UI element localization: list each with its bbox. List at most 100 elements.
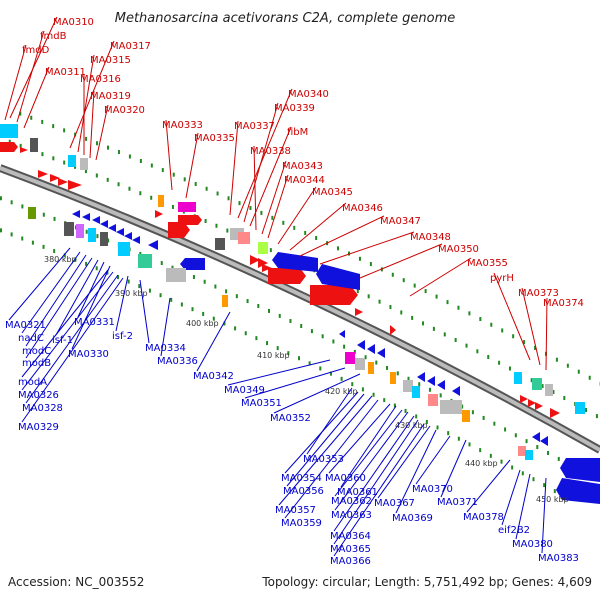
gene-label-bottom[interactable]: MA0369 [392,513,433,524]
gene-label-bottom[interactable]: MA0326 [18,390,59,401]
gene-arrow-forward[interactable] [250,255,260,265]
gene-block[interactable] [166,268,186,282]
gene-arrow-reverse[interactable] [180,258,205,270]
gene-block[interactable] [64,222,74,236]
gene-block[interactable] [238,232,250,244]
gene-block[interactable] [215,238,225,250]
gene-label-top[interactable]: MA0343 [282,161,323,172]
gene-label-top[interactable]: MA0373 [518,288,559,299]
gene-arrow-reverse[interactable] [316,264,360,290]
gene-label-top[interactable]: pyrH [490,273,514,284]
gene-label-bottom[interactable]: MA0352 [270,413,311,424]
gene-arrow-reverse[interactable] [72,210,80,218]
gene-arrow-reverse[interactable] [556,478,600,504]
gene-block[interactable] [518,446,526,456]
gene-label-top[interactable]: MA0333 [162,120,203,131]
gene-label-top[interactable]: fmdB [40,31,67,42]
gene-label-top[interactable]: MA0316 [80,74,121,85]
gene-arrow-reverse[interactable] [377,348,385,358]
gene-label-top[interactable]: fmdD [22,45,50,56]
gene-arrow-forward[interactable] [178,215,202,225]
gene-block[interactable] [0,124,18,138]
gene-block[interactable] [222,295,228,307]
gene-arrow-forward[interactable] [20,147,28,153]
gene-arrow-reverse[interactable] [108,224,116,232]
gene-arrow-forward[interactable] [155,210,163,218]
gene-arrow-reverse[interactable] [339,330,345,338]
gene-block[interactable] [545,384,553,396]
gene-arrow-forward[interactable] [355,308,363,316]
gene-block[interactable] [80,158,88,170]
gene-arrow-reverse[interactable] [437,380,445,390]
gene-arrow-reverse[interactable] [540,436,548,446]
gene-arrow-forward[interactable] [38,170,48,178]
gene-arrow-forward[interactable] [58,178,68,186]
gene-label-top[interactable]: MA0315 [90,55,131,66]
gene-label-bottom[interactable]: MA0351 [241,398,282,409]
gene-label-bottom[interactable]: MA0364 [330,531,371,542]
gene-block[interactable] [88,228,96,242]
gene-label-top[interactable]: MA0344 [284,175,325,186]
gene-block[interactable] [345,352,355,364]
gene-block[interactable] [178,202,196,212]
gene-arrow-reverse[interactable] [417,372,425,382]
gene-block[interactable] [158,195,164,207]
gene-block[interactable] [355,358,365,370]
gene-arrow-reverse[interactable] [272,252,318,272]
gene-block[interactable] [258,242,268,254]
gene-label-bottom[interactable]: MA0356 [283,486,324,497]
gene-block[interactable] [403,380,413,392]
gene-label-bottom[interactable]: modA [18,377,47,388]
gene-label-bottom[interactable]: MA0331 [74,317,115,328]
gene-block[interactable] [412,386,420,398]
gene-block[interactable] [525,450,533,460]
gene-arrow-reverse[interactable] [124,232,132,240]
gene-label-top[interactable]: fibM [287,127,308,138]
gene-label-bottom[interactable]: MA0357 [275,505,316,516]
gene-arrow-forward[interactable] [535,402,543,410]
gene-label-top[interactable]: MA0374 [543,298,584,309]
gene-arrow-reverse[interactable] [148,240,158,250]
gene-label-bottom[interactable]: MA0365 [330,544,371,555]
gene-label-bottom[interactable]: modB [22,358,51,369]
gene-arrow-forward[interactable] [50,174,60,182]
gene-label-top[interactable]: MA0346 [342,203,383,214]
gene-arrow-forward[interactable] [390,325,396,335]
gene-block[interactable] [514,372,522,384]
gene-label-bottom[interactable]: nadC [18,333,44,344]
gene-label-top[interactable]: MA0347 [380,216,421,227]
gene-label-top[interactable]: MA0340 [288,89,329,100]
gene-label-bottom[interactable]: MA0321 [5,320,46,331]
gene-block[interactable] [100,232,108,246]
gene-label-bottom[interactable]: isf-1 [52,335,73,346]
gene-label-bottom[interactable]: MA0362 [331,496,372,507]
gene-block[interactable] [390,372,396,384]
gene-arrow-reverse[interactable] [452,386,460,396]
gene-label-bottom[interactable]: MA0380 [512,539,553,550]
gene-label-top[interactable]: MA0337 [234,121,275,132]
gene-label-bottom[interactable]: MA0359 [281,518,322,529]
gene-arrow-reverse[interactable] [357,340,365,350]
gene-arrow-forward[interactable] [68,180,82,190]
gene-block[interactable] [30,138,38,152]
gene-label-bottom[interactable]: modC [22,346,51,357]
gene-label-top[interactable]: MA0319 [90,91,131,102]
gene-arrow-forward[interactable] [168,222,190,238]
gene-arrow-forward[interactable] [262,264,272,272]
gene-arrow-reverse[interactable] [427,376,435,386]
gene-label-bottom[interactable]: MA0336 [157,356,198,367]
gene-arrow-reverse[interactable] [116,228,124,236]
gene-arrow-forward[interactable] [268,268,306,284]
gene-label-top[interactable]: MA0338 [250,146,291,157]
gene-label-top[interactable]: MA0339 [274,103,315,114]
gene-arrow-reverse[interactable] [100,220,108,228]
gene-label-bottom[interactable]: MA0330 [68,349,109,360]
gene-block[interactable] [28,207,36,219]
gene-label-bottom[interactable]: MA0328 [22,403,63,414]
gene-arrow-reverse[interactable] [82,213,90,221]
gene-label-bottom[interactable]: eif2B2 [498,525,530,536]
gene-label-bottom[interactable]: MA0334 [145,343,186,354]
gene-label-bottom[interactable]: MA0329 [18,422,59,433]
gene-label-top[interactable]: MA0317 [110,41,151,52]
gene-label-bottom[interactable]: MA0354 [281,473,322,484]
